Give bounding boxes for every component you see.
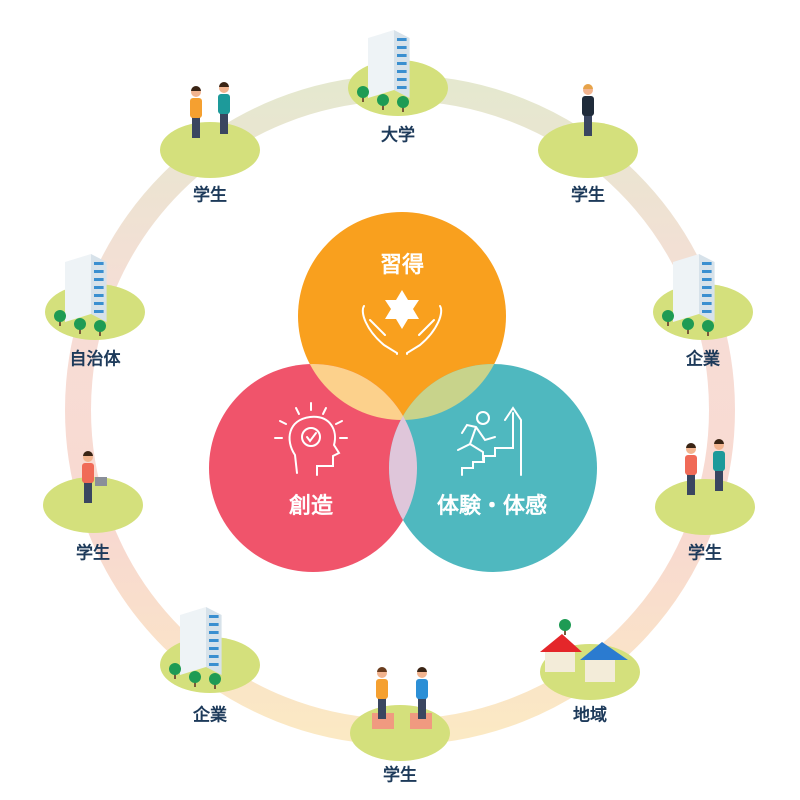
circle-experience [389, 364, 597, 572]
ring-node [43, 451, 143, 533]
university-building-icon [357, 30, 410, 112]
ring-node [160, 607, 260, 693]
ring-node [538, 84, 638, 178]
running-stairs-icon [457, 406, 522, 476]
student-icon [582, 84, 594, 136]
venn-diagram [209, 212, 597, 572]
houses-icon [540, 619, 628, 682]
node-platform [350, 705, 450, 761]
office-building-icon [169, 607, 222, 689]
label-creation: 創造 [288, 494, 334, 519]
label-experience: 体験・体感 [436, 494, 548, 519]
ring-node [348, 30, 448, 116]
node-platform [160, 122, 260, 178]
ring-node [653, 254, 753, 340]
node-label: 企業 [193, 705, 227, 726]
node-platform [538, 122, 638, 178]
ring-node [45, 254, 145, 340]
students-talking-icon [685, 439, 725, 495]
node-label: 企業 [686, 349, 720, 370]
student-laptop-icon [82, 451, 107, 503]
label-learning: 習得 [379, 253, 425, 278]
node-label: 大学 [381, 125, 415, 146]
students-talking-icon [190, 82, 230, 138]
node-label: 学生 [571, 185, 605, 206]
ring-node [540, 619, 640, 700]
node-label: 地域 [573, 705, 607, 726]
node-label: 学生 [383, 765, 417, 786]
students-sitting-icon [372, 667, 432, 729]
circle-creation [209, 364, 417, 572]
ring-node [160, 82, 260, 178]
office-building-icon [662, 254, 715, 336]
node-label: 学生 [76, 543, 110, 564]
node-label: 自治体 [69, 349, 121, 370]
government-building-icon [54, 254, 107, 336]
ring-node [655, 439, 755, 535]
node-label: 学生 [688, 543, 722, 564]
node-label: 学生 [193, 185, 227, 206]
hands-star-icon [361, 290, 443, 355]
ring-node [350, 667, 450, 761]
node-platform [655, 479, 755, 535]
head-lightbulb-icon [274, 402, 348, 476]
node-platform [43, 477, 143, 533]
